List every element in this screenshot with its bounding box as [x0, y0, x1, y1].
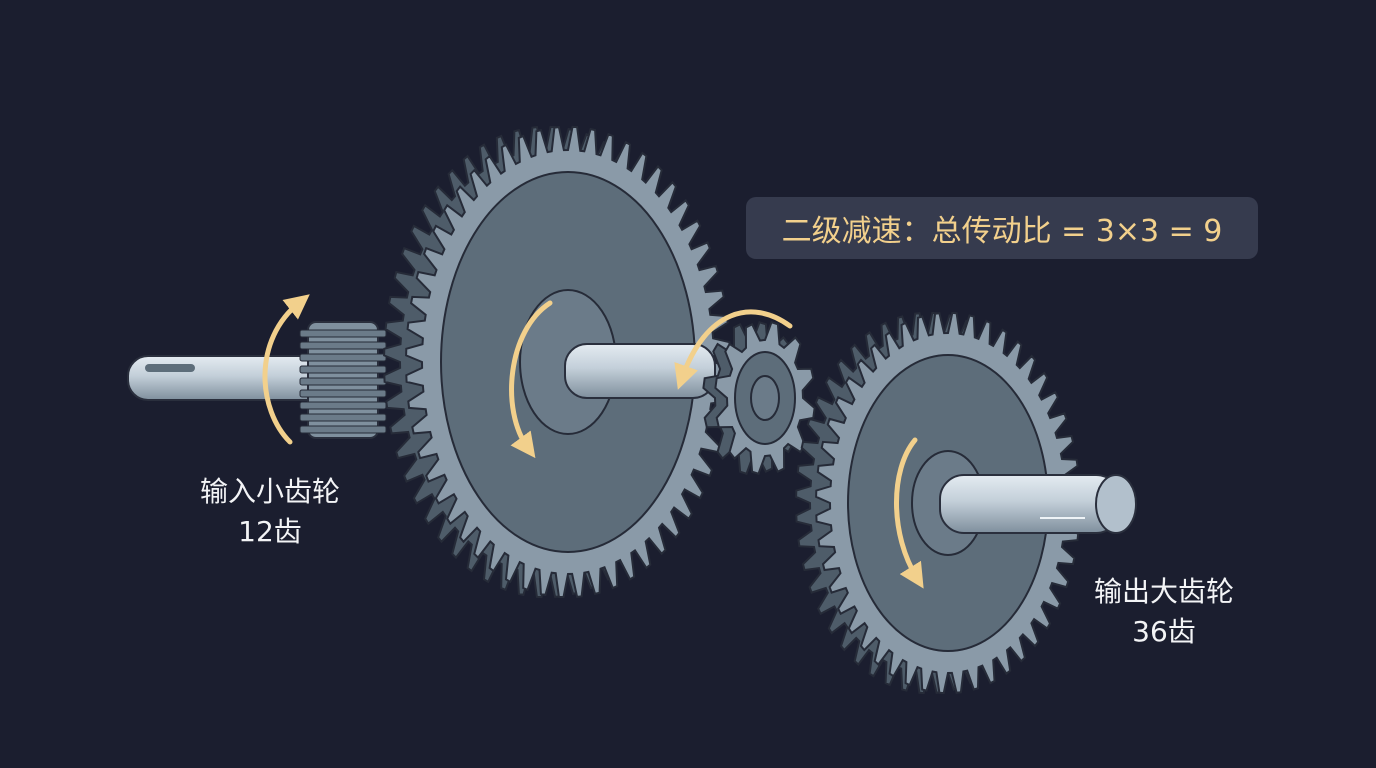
input-gear-label: 输入小齿轮 12齿: [170, 472, 370, 552]
input-small-gear: [299, 321, 387, 439]
total-ratio-box: 二级减速：总传动比 = 3×3 = 9: [746, 197, 1258, 259]
output-gear-name: 输出大齿轮: [1093, 575, 1234, 608]
pinion-rotation-arrow-icon: [674, 309, 793, 390]
keyway-slot: [145, 364, 195, 372]
output-shaft-end: [1095, 474, 1137, 534]
large-gear-rotation-arrow-icon: [509, 300, 553, 459]
output-gear-label: 输出大齿轮 36齿: [1064, 572, 1264, 652]
input-shaft: [127, 355, 329, 401]
input-rotation-arrow-icon: [262, 294, 310, 445]
output-gear-teeth: 36齿: [1132, 615, 1196, 648]
output-rotation-arrow-icon: [894, 437, 924, 589]
total-ratio-text: 二级减速：总传动比 = 3×3 = 9: [781, 214, 1223, 249]
output-shaft: [939, 474, 1137, 534]
input-gear-name: 输入小齿轮: [199, 475, 340, 508]
input-gear-teeth: 12齿: [238, 515, 302, 548]
intermediate-pinion: [702, 321, 816, 475]
rotation-arrows: [262, 294, 924, 589]
